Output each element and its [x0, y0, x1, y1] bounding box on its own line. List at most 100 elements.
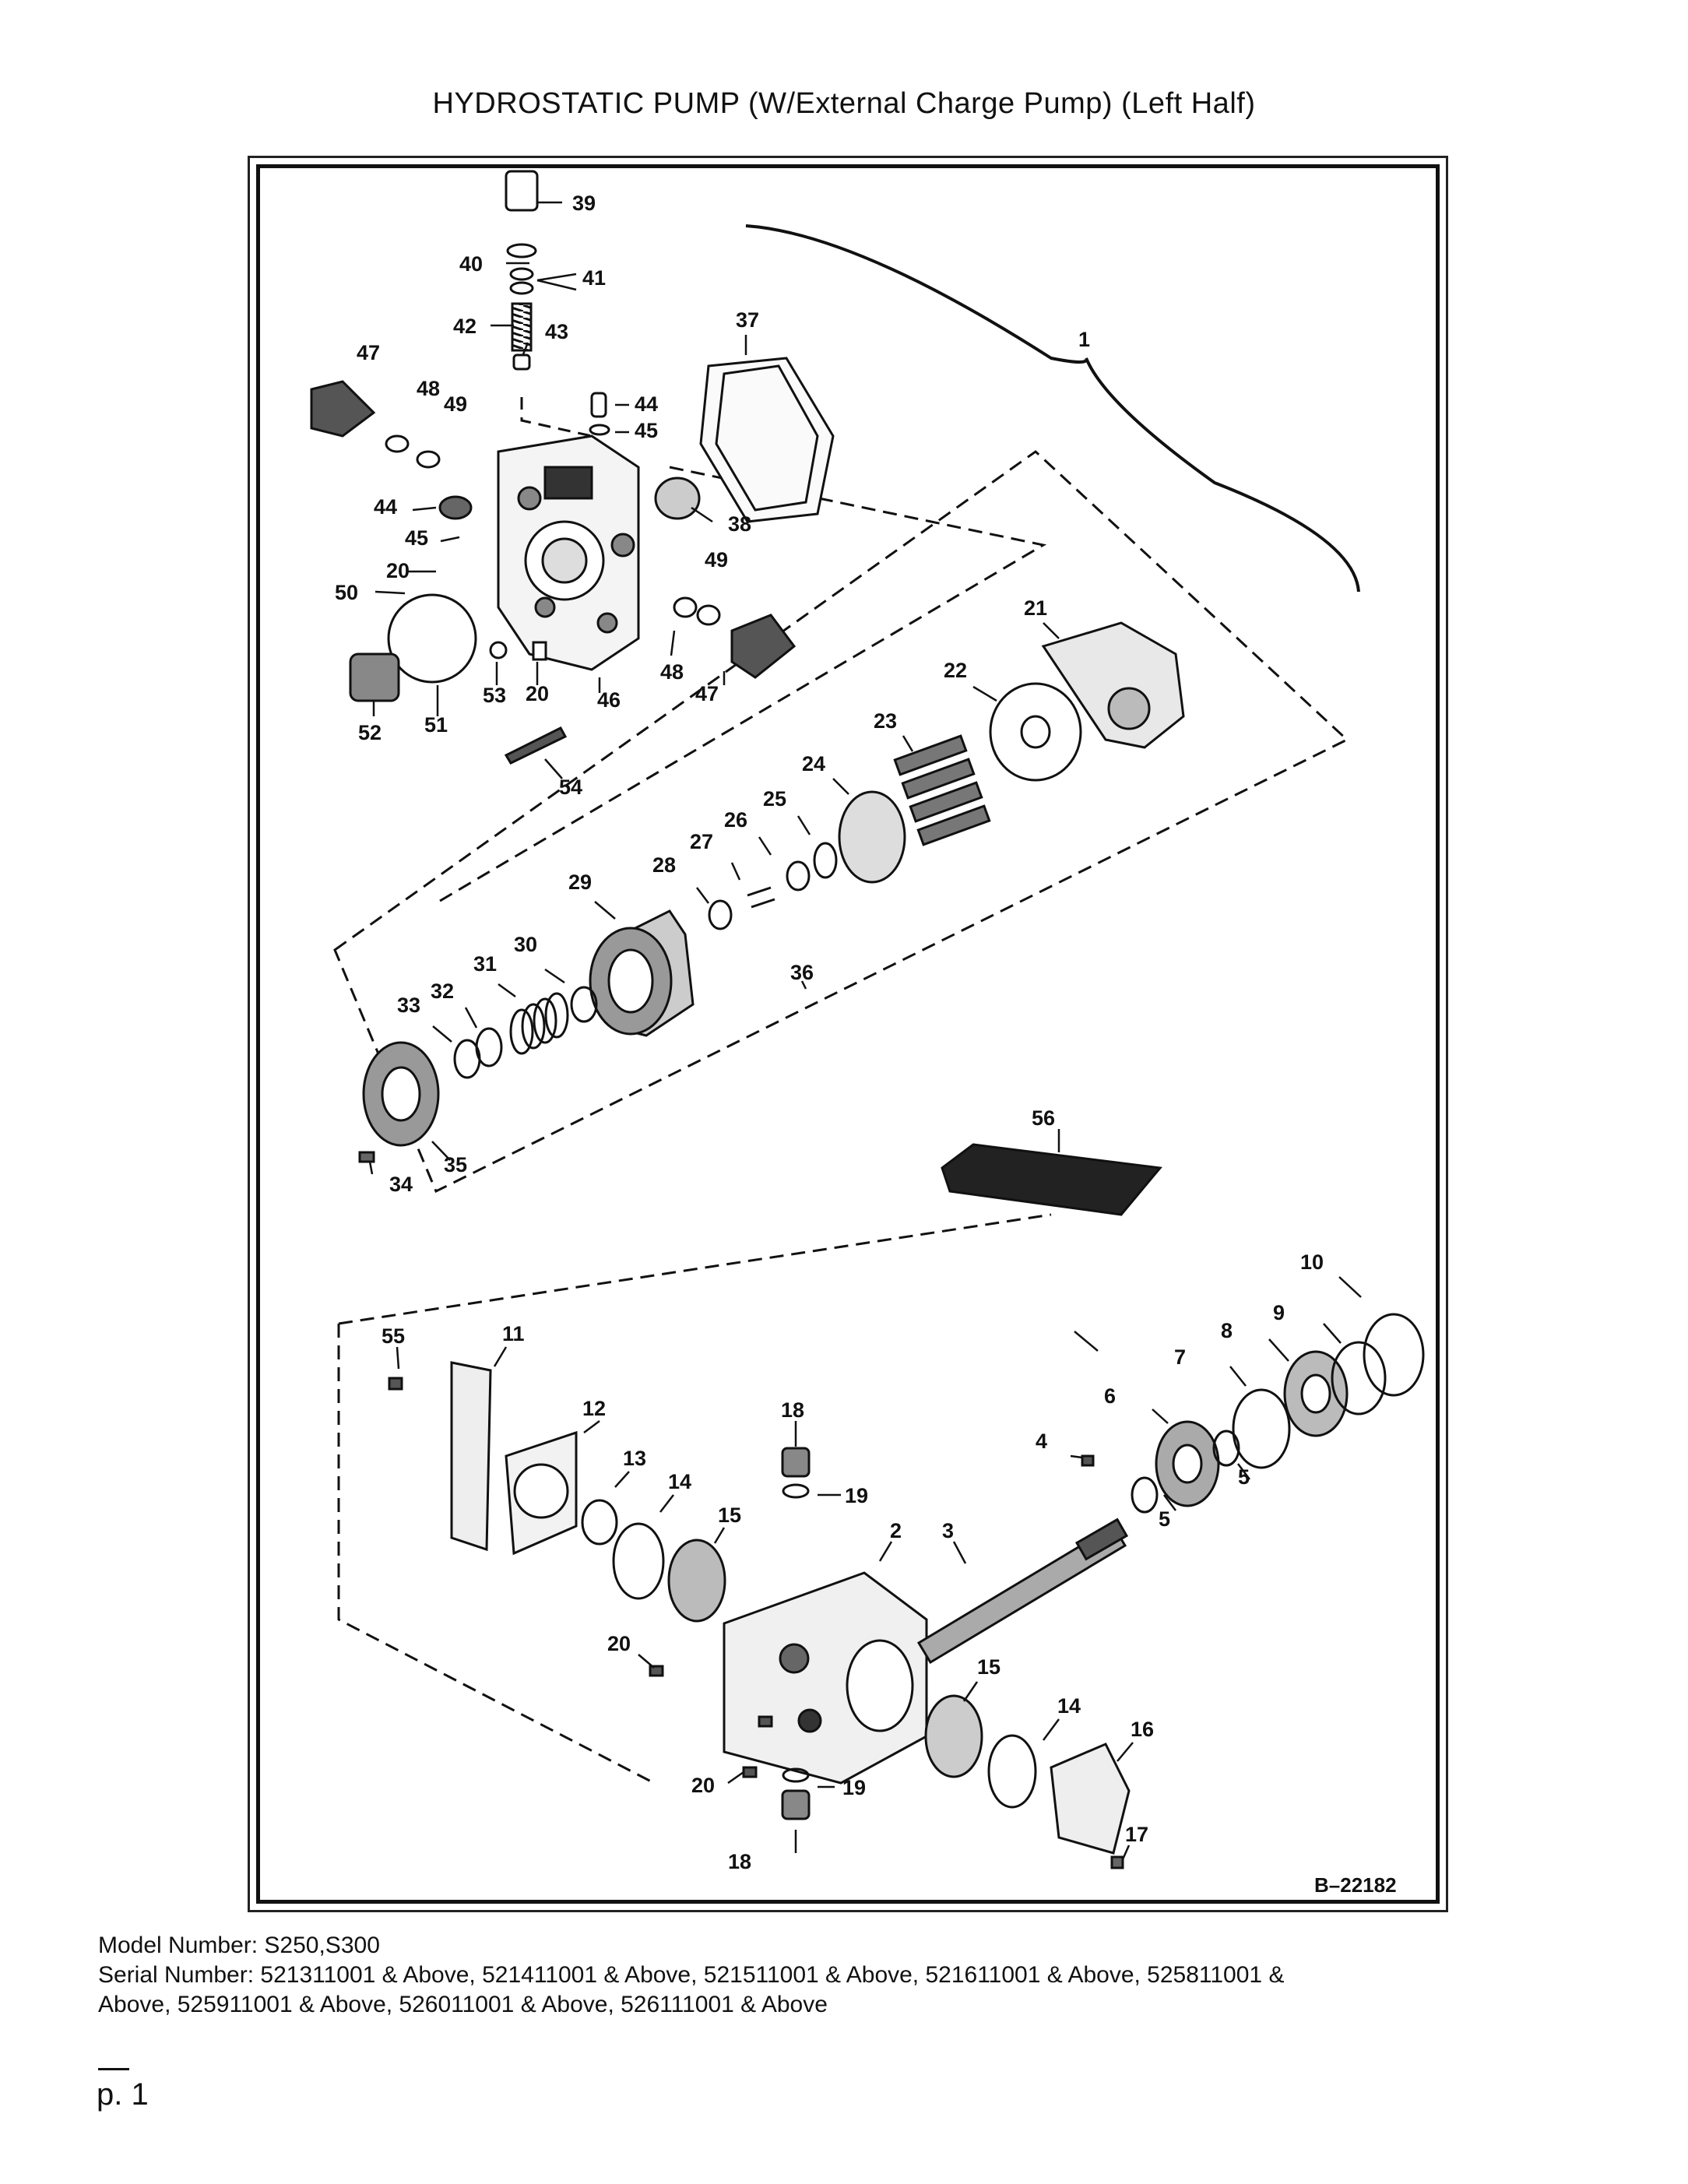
- callout-55: 55: [382, 1324, 405, 1348]
- callout-46: 46: [597, 688, 621, 712]
- callout-32: 32: [431, 979, 454, 1003]
- callout-4: 4: [1036, 1430, 1047, 1453]
- diagram-frame-inner: [256, 164, 1440, 1904]
- bearing-52-shape: [349, 652, 400, 702]
- callout-54: 54: [559, 775, 582, 799]
- cover-37-shape: [699, 357, 835, 523]
- valve-block-group: [310, 170, 835, 765]
- page-title: HYDROSTATIC PUMP (W/External Charge Pump…: [432, 87, 1256, 120]
- model-serial-info: Model Number: S250,S300 Serial Number: 5…: [98, 1931, 1593, 2020]
- gasket-56-shape: [941, 1143, 1162, 1216]
- callout-7: 7: [1174, 1345, 1186, 1369]
- callout-43: 43: [545, 320, 568, 343]
- callout-6: 6: [1104, 1384, 1116, 1408]
- callout-13: 13: [623, 1447, 646, 1470]
- callout-19a: 19: [845, 1484, 868, 1507]
- charge-outline: [520, 397, 593, 438]
- rotating-group: [358, 621, 1185, 1216]
- top-group-outline: [435, 466, 1047, 905]
- callout-14a: 14: [668, 1470, 691, 1493]
- housing-group: [388, 1313, 1425, 1869]
- bearing-15b-shape: [924, 1694, 983, 1778]
- fitting-47-upper-shape: [310, 380, 376, 438]
- swashplate-21-shape: [1041, 621, 1185, 749]
- bearing-38-shape: [654, 477, 701, 520]
- callout-5a: 5: [1238, 1465, 1250, 1489]
- callout-36: 36: [790, 961, 814, 984]
- callout-24: 24: [802, 752, 825, 775]
- callout-51: 51: [424, 713, 448, 737]
- callout-14b: 14: [1057, 1694, 1081, 1718]
- callout-30: 30: [514, 933, 537, 956]
- callout-9: 9: [1273, 1301, 1285, 1324]
- callout-40: 40: [459, 252, 483, 276]
- page-number: p. 1: [97, 2077, 149, 2112]
- oring-40-shape: [506, 243, 537, 258]
- callout-18b: 18: [728, 1850, 751, 1873]
- callout-23: 23: [874, 709, 897, 733]
- callout-22: 22: [944, 659, 967, 682]
- callout-37: 37: [736, 308, 759, 332]
- oring-51-shape: [387, 593, 477, 684]
- serial-number-line-2: Above, 525911001 & Above, 526011001 & Ab…: [98, 1992, 828, 2017]
- callout-12: 12: [582, 1397, 606, 1420]
- drawing-id: B–22182: [1314, 1873, 1397, 1897]
- callout-28: 28: [652, 853, 676, 877]
- spring-31-shape: [509, 992, 569, 1055]
- callout-1: 1: [1078, 328, 1090, 351]
- callout-16: 16: [1131, 1718, 1154, 1741]
- callout-39: 39: [572, 192, 596, 215]
- callout-15a: 15: [718, 1503, 741, 1527]
- callout-11: 11: [502, 1322, 525, 1345]
- ring-7-shape: [1232, 1388, 1291, 1469]
- callout-50: 50: [335, 581, 358, 604]
- model-number: Model Number: S250,S300: [98, 1933, 380, 1958]
- callout-42: 42: [453, 315, 477, 338]
- callout-47b: 47: [695, 682, 719, 705]
- callout-35: 35: [444, 1153, 467, 1176]
- plate-22-shape: [989, 682, 1082, 782]
- callout-8: 8: [1221, 1319, 1233, 1342]
- bearing-15-shape: [667, 1539, 726, 1623]
- callout-3: 3: [942, 1519, 954, 1542]
- callout-44a: 44: [635, 392, 658, 416]
- callout-20b: 20: [526, 682, 549, 705]
- plug-39-shape: [505, 170, 539, 212]
- page-separator: [98, 2068, 129, 2070]
- callout-33: 33: [397, 994, 420, 1017]
- callout-20a: 20: [386, 559, 410, 582]
- callout-10: 10: [1300, 1250, 1324, 1274]
- callout-56: 56: [1032, 1106, 1055, 1130]
- plug-44b-shape: [438, 495, 473, 520]
- callout-25: 25: [763, 787, 786, 811]
- callout-27: 27: [690, 830, 713, 853]
- callout-31: 31: [473, 952, 497, 976]
- diagram-frame: [248, 156, 1448, 1912]
- pistons-23-shape: [893, 734, 991, 846]
- callout-18a: 18: [781, 1398, 804, 1422]
- callout-45b: 45: [405, 526, 428, 550]
- fitting-47-lower-shape: [730, 614, 797, 679]
- shaft-3-shape: [916, 1524, 1127, 1665]
- callout-5b: 5: [1159, 1507, 1170, 1531]
- callout-49a: 49: [444, 392, 467, 416]
- callout-2: 2: [890, 1519, 902, 1542]
- callout-21: 21: [1024, 596, 1047, 620]
- retainer-24-shape: [838, 790, 906, 884]
- callout-38: 38: [728, 512, 751, 536]
- serial-number-line-1: Serial Number: 521311001 & Above, 521411…: [98, 1962, 1285, 1988]
- plug-44-shape: [590, 392, 607, 418]
- assembly-brace: [745, 224, 1360, 593]
- callout-34: 34: [389, 1173, 413, 1196]
- callout-19b: 19: [842, 1776, 866, 1799]
- callout-47a: 47: [357, 341, 380, 364]
- leader-lines: [368, 201, 1362, 1860]
- cover-16-shape: [1050, 1743, 1131, 1855]
- callout-17: 17: [1125, 1823, 1148, 1846]
- callout-26: 26: [724, 808, 747, 832]
- oring-14-shape: [612, 1522, 665, 1600]
- callout-15b: 15: [977, 1655, 1000, 1679]
- ring-10-shape: [1363, 1313, 1425, 1397]
- callout-53: 53: [483, 684, 506, 707]
